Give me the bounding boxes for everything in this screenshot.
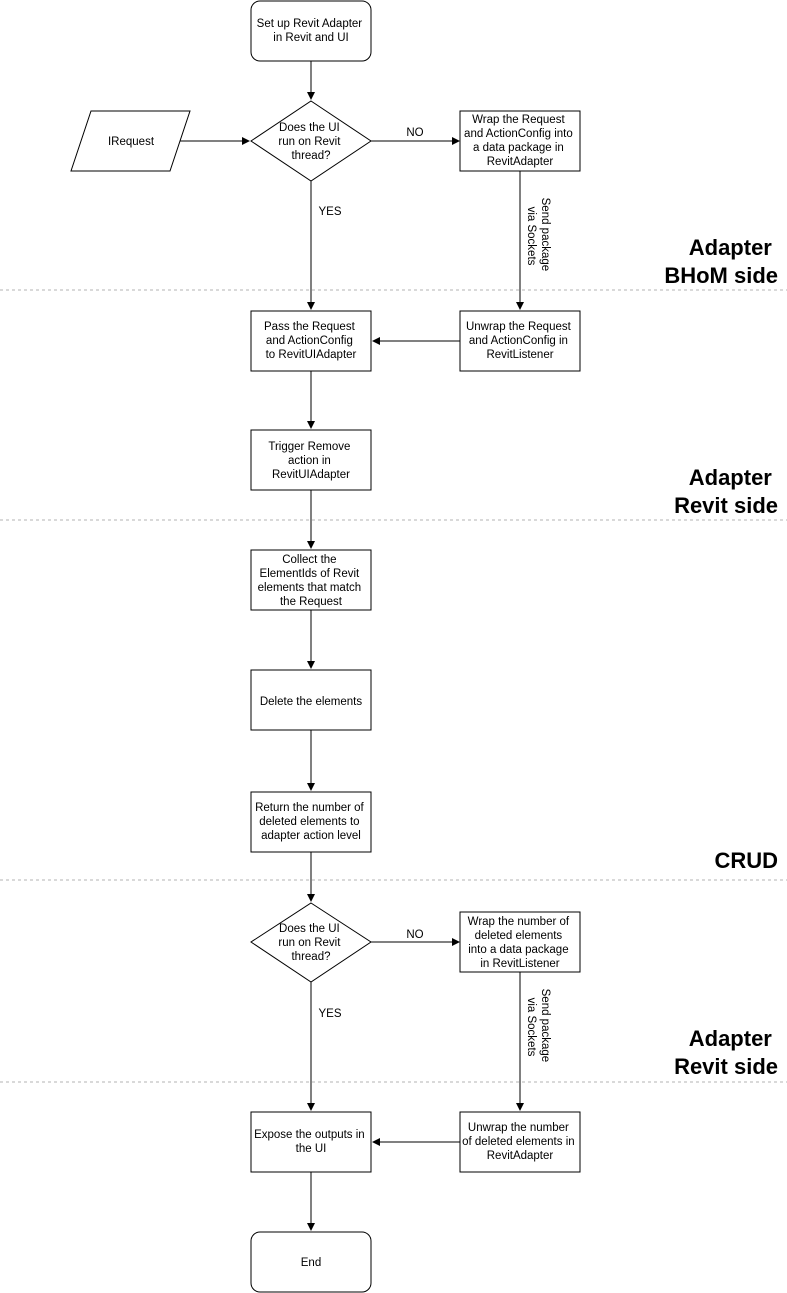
node-delete-label: Delete the elements — [260, 696, 363, 708]
node-unwrap2-shape — [459, 1111, 581, 1173]
node-trigger: Trigger Remove action in RevitUIAdapter — [250, 429, 372, 491]
node-irequest-label: IRequest — [108, 136, 155, 148]
node-decision2-label: Does the UI run on Revit thread? — [278, 923, 343, 963]
node-end-label: End — [301, 1257, 321, 1269]
node-delete-shape — [250, 669, 372, 731]
node-irequest-shape — [70, 110, 191, 172]
node-pass-label: Pass the Request and ActionConfig to Rev… — [264, 321, 358, 361]
node-wrap2: Wrap the number of deleted elements into… — [459, 911, 581, 973]
edge-label-send-package: Send package via Sockets — [525, 198, 551, 275]
node-unwrap2-label: Unwrap the number of deleted elements in… — [462, 1122, 578, 1162]
node-decision2-shape — [250, 902, 372, 983]
node-unwrap2: Unwrap the number of deleted elements in… — [459, 1111, 581, 1173]
node-decision2: Does the UI run on Revit thread? — [250, 902, 372, 983]
node-collect-label: Collect the ElementIds of Revit elements… — [258, 554, 365, 608]
node-wrap2-label: Wrap the number of deleted elements into… — [468, 916, 573, 970]
node-pass-shape — [250, 310, 372, 372]
edge-label-send-package: Send package via Sockets — [525, 989, 551, 1066]
node-return-label: Return the number of deleted elements to… — [255, 802, 367, 842]
node-expose-shape — [250, 1111, 372, 1173]
node-trigger-shape — [250, 429, 372, 491]
node-end: End — [250, 1231, 372, 1293]
node-decision1: Does the UI run on Revit thread? — [250, 100, 372, 182]
node-wrap1-shape — [459, 110, 581, 172]
node-wrap1: Wrap the Request and ActionConfig into a… — [459, 110, 581, 172]
edge-label-no: NO — [406, 127, 423, 139]
node-pass: Pass the Request and ActionConfig to Rev… — [250, 310, 372, 372]
node-unwrap1-shape — [459, 310, 581, 372]
edges — [180, 61, 524, 1231]
section-label-adapter-bhom: Adapter BHoM side — [664, 235, 778, 288]
edge-label-yes: YES — [318, 1008, 341, 1020]
node-end-shape — [250, 1231, 372, 1293]
node-unwrap1: Unwrap the Request and ActionConfig in R… — [459, 310, 581, 372]
node-collect: Collect the ElementIds of Revit elements… — [250, 549, 372, 611]
node-unwrap1-label: Unwrap the Request and ActionConfig in R… — [466, 321, 574, 361]
section-label-crud: CRUD — [714, 848, 778, 873]
node-trigger-label: Trigger Remove action in RevitUIAdapter — [268, 441, 353, 481]
node-delete: Delete the elements — [250, 669, 372, 731]
section-label-adapter-revit: Adapter Revit side — [674, 1026, 778, 1079]
node-expose-label: Expose the outputs in the UI — [254, 1129, 368, 1155]
section-label-adapter-revit: Adapter Revit side — [674, 465, 778, 518]
node-setup: Set up Revit Adapter in Revit and UI — [250, 0, 372, 62]
node-decision1-label: Does the UI run on Revit thread? — [278, 122, 343, 162]
node-return: Return the number of deleted elements to… — [250, 791, 372, 853]
node-wrap1-label: Wrap the Request and ActionConfig into a… — [464, 114, 576, 168]
node-wrap2-shape — [459, 911, 581, 973]
edge-label-yes: YES — [318, 206, 341, 218]
node-setup-label: Set up Revit Adapter in Revit and UI — [257, 18, 366, 44]
node-decision1-shape — [250, 100, 372, 182]
node-collect-shape — [250, 549, 372, 611]
node-expose: Expose the outputs in the UI — [250, 1111, 372, 1173]
node-setup-shape — [250, 0, 372, 62]
node-irequest: IRequest — [70, 110, 191, 172]
edge-label-no: NO — [406, 929, 423, 941]
node-return-shape — [250, 791, 372, 853]
